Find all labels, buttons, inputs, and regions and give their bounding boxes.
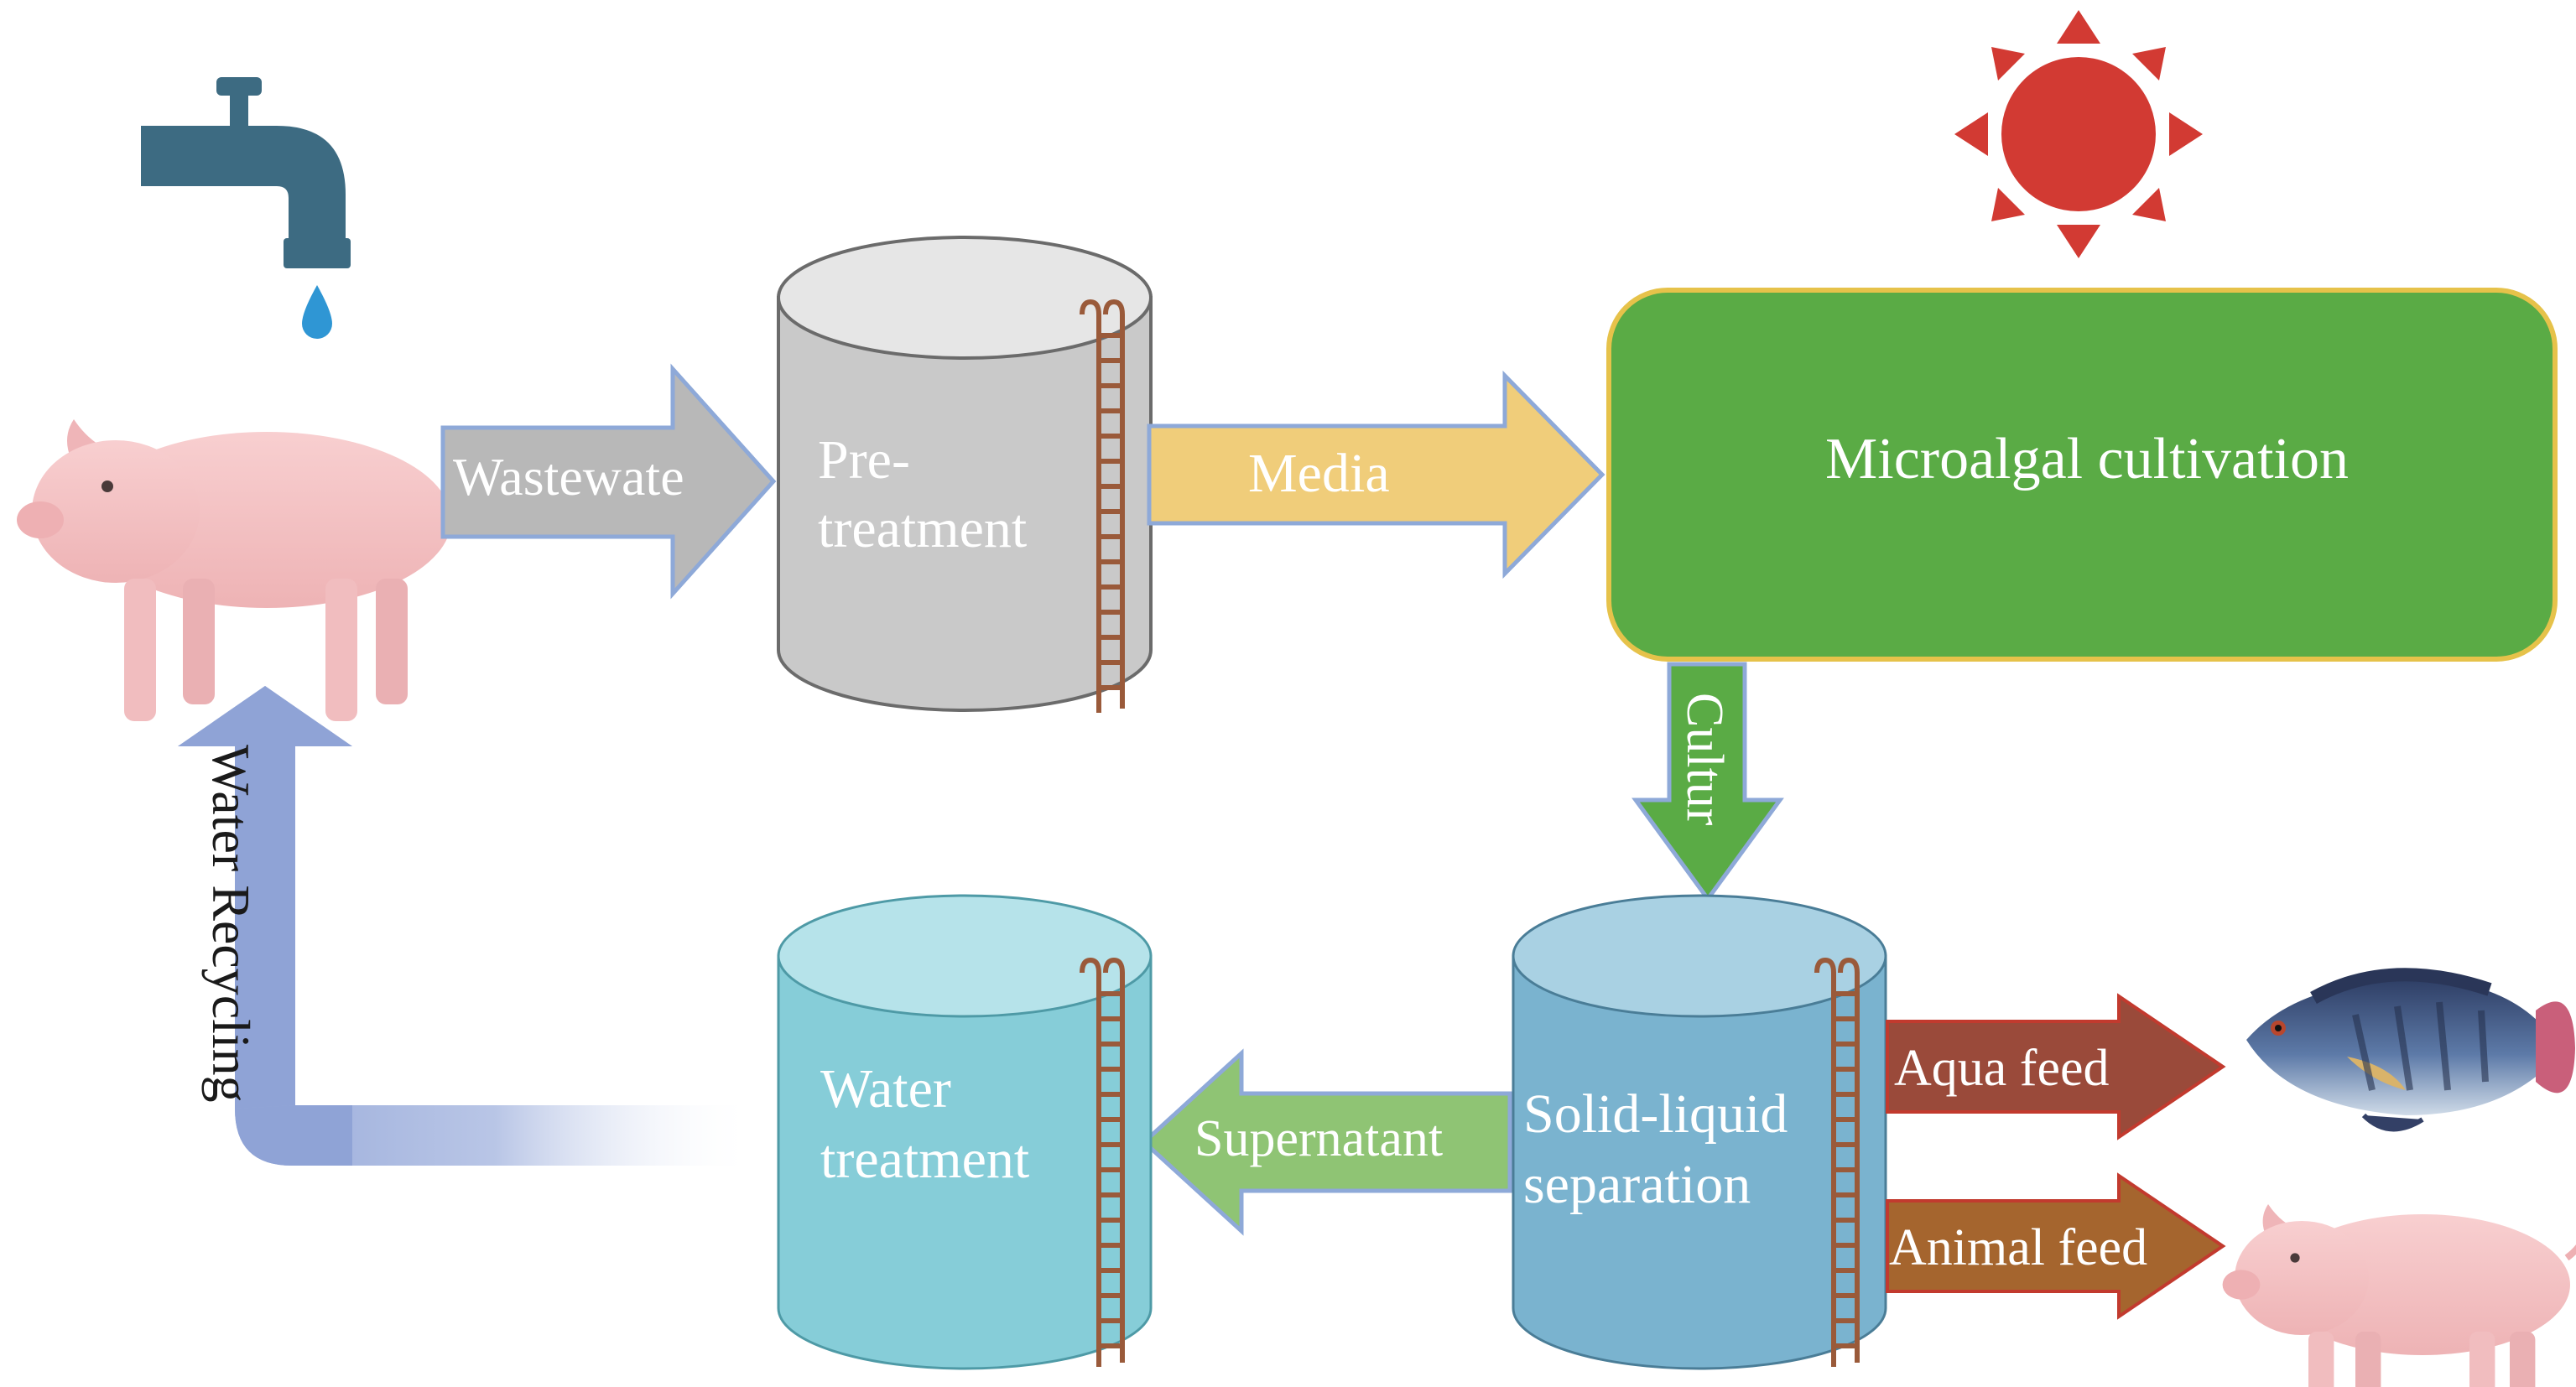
water-treatment-tank: Water treatment	[777, 894, 1153, 1370]
solid-liquid-label-line2: separation	[1523, 1154, 1751, 1215]
pretreatment-tank: Pre- treatment	[777, 236, 1153, 713]
aqua-feed-label: Aqua feed	[1894, 1040, 2109, 1097]
sun-icon	[1954, 10, 2203, 258]
microalgal-cultivation-box: Microalgal cultivation	[1606, 288, 2558, 662]
pretreatment-label-line2: treatment	[818, 498, 1027, 559]
media-arrow: Media	[1147, 370, 1605, 579]
pretreatment-label-line1: Pre-	[818, 429, 910, 491]
supernatant-arrow: Supernatant	[1141, 1048, 1512, 1236]
wastewater-label: Wastewate	[453, 447, 684, 506]
ladder-icon	[1080, 299, 1125, 713]
microalgal-cultivation-label: Microalgal cultivation	[1825, 427, 2349, 491]
water-drop-icon	[302, 285, 332, 339]
water-treatment-label-line2: treatment	[820, 1129, 1029, 1190]
animal-feed-arrow: Animal feed	[1886, 1172, 2226, 1320]
solid-liquid-label-line1: Solid-liquid	[1523, 1083, 1788, 1145]
culture-arrow: Cultur	[1631, 662, 1784, 903]
supernatant-label: Supernatant	[1194, 1110, 1443, 1167]
aqua-feed-arrow: Aqua feed	[1886, 993, 2226, 1140]
fish-icon	[2246, 968, 2575, 1132]
pig-icon	[2222, 1204, 2576, 1387]
wastewater-arrow: Wastewate	[440, 363, 777, 600]
pig-icon	[17, 419, 474, 721]
ladder-icon	[1080, 957, 1125, 1367]
water-recycling-label: Water Recycling	[201, 745, 261, 1103]
water-treatment-label-line1: Water	[820, 1058, 951, 1119]
solid-liquid-separation-tank: Solid-liquid separation	[1512, 894, 1887, 1370]
animal-feed-label: Animal feed	[1889, 1219, 2147, 1276]
media-label: Media	[1248, 443, 1390, 504]
culture-label: Cultur	[1676, 693, 1733, 826]
faucet-icon	[141, 77, 351, 268]
water-recycling-arrow: Water Recycling	[178, 686, 755, 1166]
ladder-icon	[1814, 957, 1860, 1367]
